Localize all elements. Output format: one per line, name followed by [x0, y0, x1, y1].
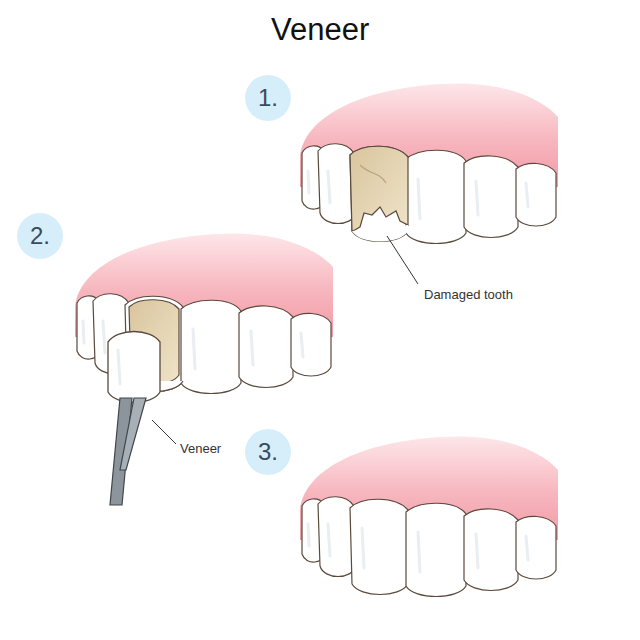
jaw-before	[300, 83, 558, 243]
callout-number: 2.	[30, 222, 50, 250]
part-label: Veneer	[180, 441, 221, 456]
tweezers	[110, 398, 146, 505]
callout-number: 1.	[258, 84, 278, 112]
leader-line	[152, 420, 176, 444]
veneer-shell	[108, 332, 160, 403]
leader-line	[387, 236, 418, 284]
jaw-after	[300, 436, 558, 596]
callout-number: 3.	[258, 438, 278, 466]
callout-circle: 2.	[17, 213, 63, 259]
part-label: Damaged tooth	[424, 287, 513, 302]
diagram-title: Veneer	[271, 12, 369, 48]
callout-circle: 1.	[245, 75, 291, 121]
callout-circle: 3.	[245, 429, 291, 475]
